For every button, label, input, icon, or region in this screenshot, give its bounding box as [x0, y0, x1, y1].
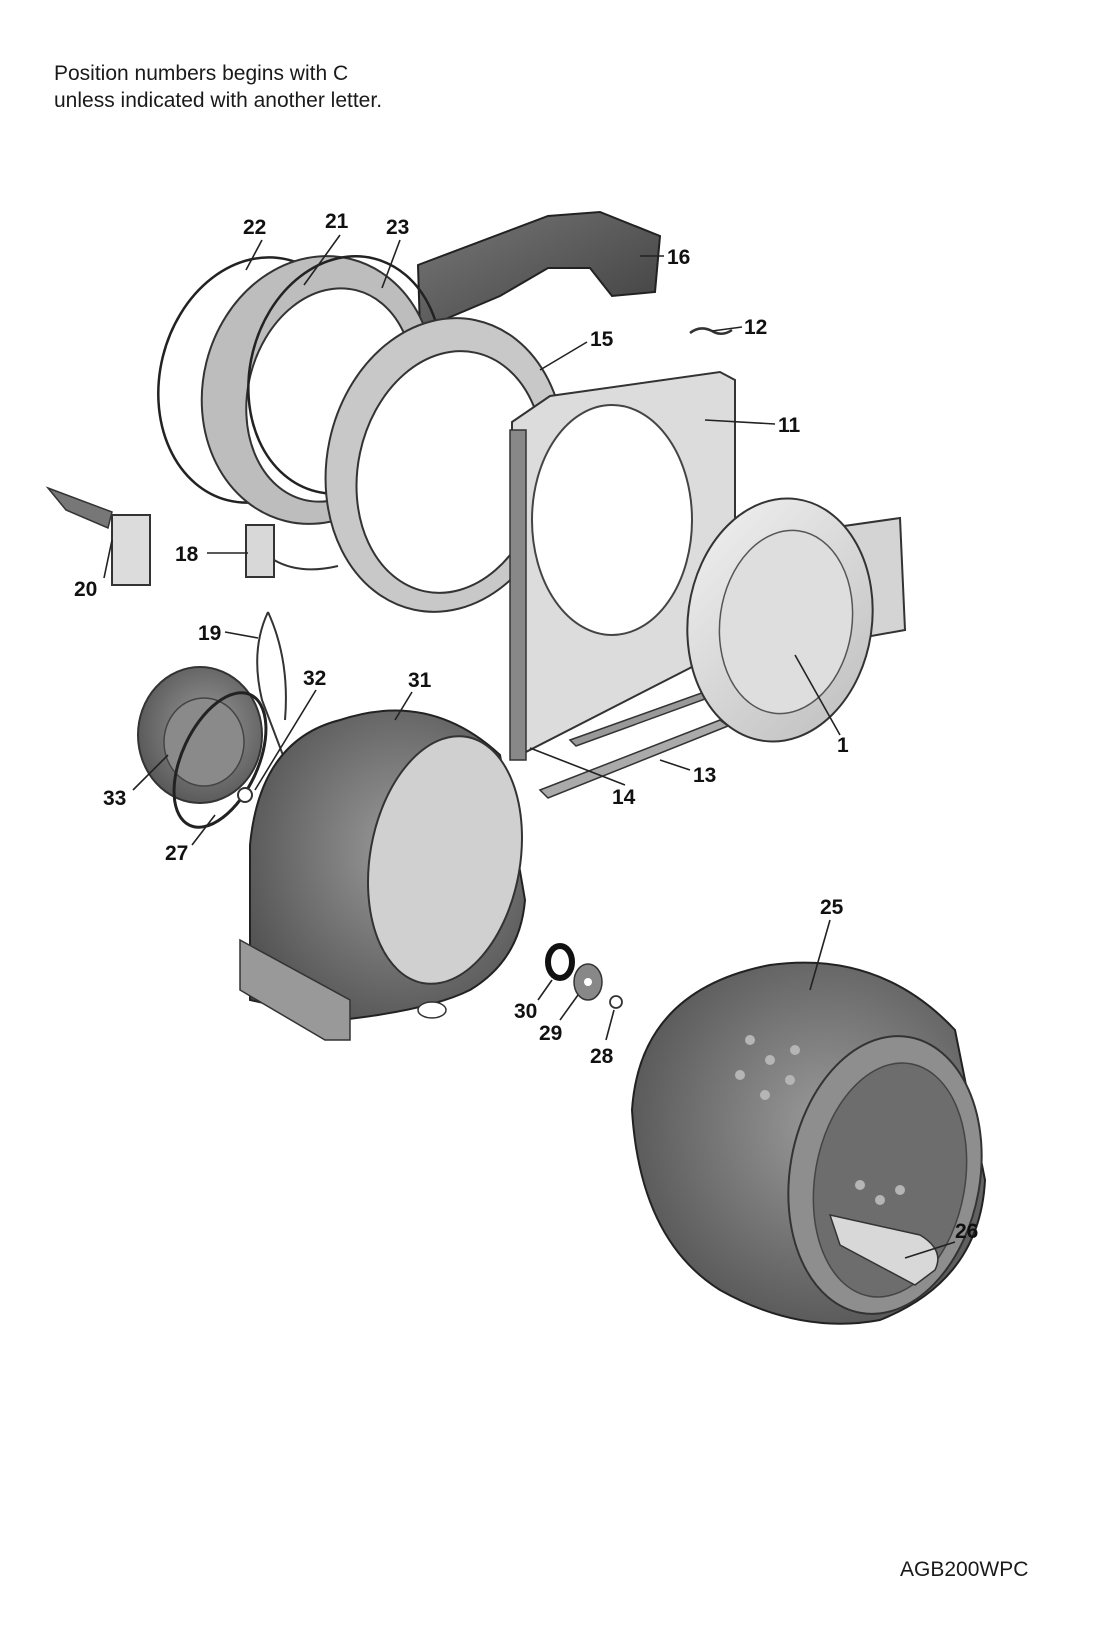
position-note-line-2: unless indicated with another letter. [54, 89, 383, 112]
part-28-circlip [609, 995, 623, 1009]
part-1-door [686, 497, 907, 743]
callout-13: 13 [693, 764, 716, 787]
position-note: Position numbers begins with C unless in… [54, 60, 382, 114]
callout-28: 28 [590, 1045, 614, 1068]
callout-29: 29 [539, 1022, 562, 1045]
callout-15: 15 [590, 328, 614, 351]
part-18-door-lock [245, 524, 339, 578]
model-number: AGB200WPC [900, 1558, 1029, 1581]
callout-14: 14 [612, 786, 636, 809]
callout-26: 26 [955, 1220, 978, 1243]
part-15-front-ring [324, 317, 566, 613]
part-29-bearing [573, 963, 603, 1001]
part-33-rear-housing [137, 666, 263, 804]
callout-11: 11 [778, 414, 801, 437]
callout-22: 22 [243, 216, 266, 239]
part-32-small-ring [237, 787, 253, 803]
callout-30: 30 [514, 1000, 537, 1023]
callout-18: 18 [175, 543, 199, 566]
callout-23: 23 [386, 216, 409, 239]
callout-21: 21 [325, 210, 349, 233]
callout-12: 12 [744, 316, 767, 339]
part-20-bracket [45, 486, 151, 586]
callout-16: 16 [667, 246, 690, 269]
part-30-seal [545, 943, 575, 981]
part-27-belt [172, 691, 268, 829]
callout-labels: 22 21 23 16 12 15 11 18 20 19 32 31 33 2… [74, 210, 978, 1243]
position-note-line-1: Position numbers begins with C [54, 62, 349, 85]
callout-1: 1 [837, 734, 849, 757]
leader-lines [103, 234, 956, 1259]
callout-32: 32 [303, 667, 326, 690]
callout-20: 20 [74, 578, 97, 601]
callout-33: 33 [103, 787, 126, 810]
callout-27: 27 [165, 842, 188, 865]
drum-holes [735, 1035, 905, 1205]
part-25-drum [630, 961, 987, 1325]
part-26-lifter [828, 1213, 939, 1286]
part-31-tub [239, 709, 527, 1041]
callout-19: 19 [198, 622, 221, 645]
callout-31: 31 [408, 669, 432, 692]
callout-25: 25 [820, 896, 844, 919]
